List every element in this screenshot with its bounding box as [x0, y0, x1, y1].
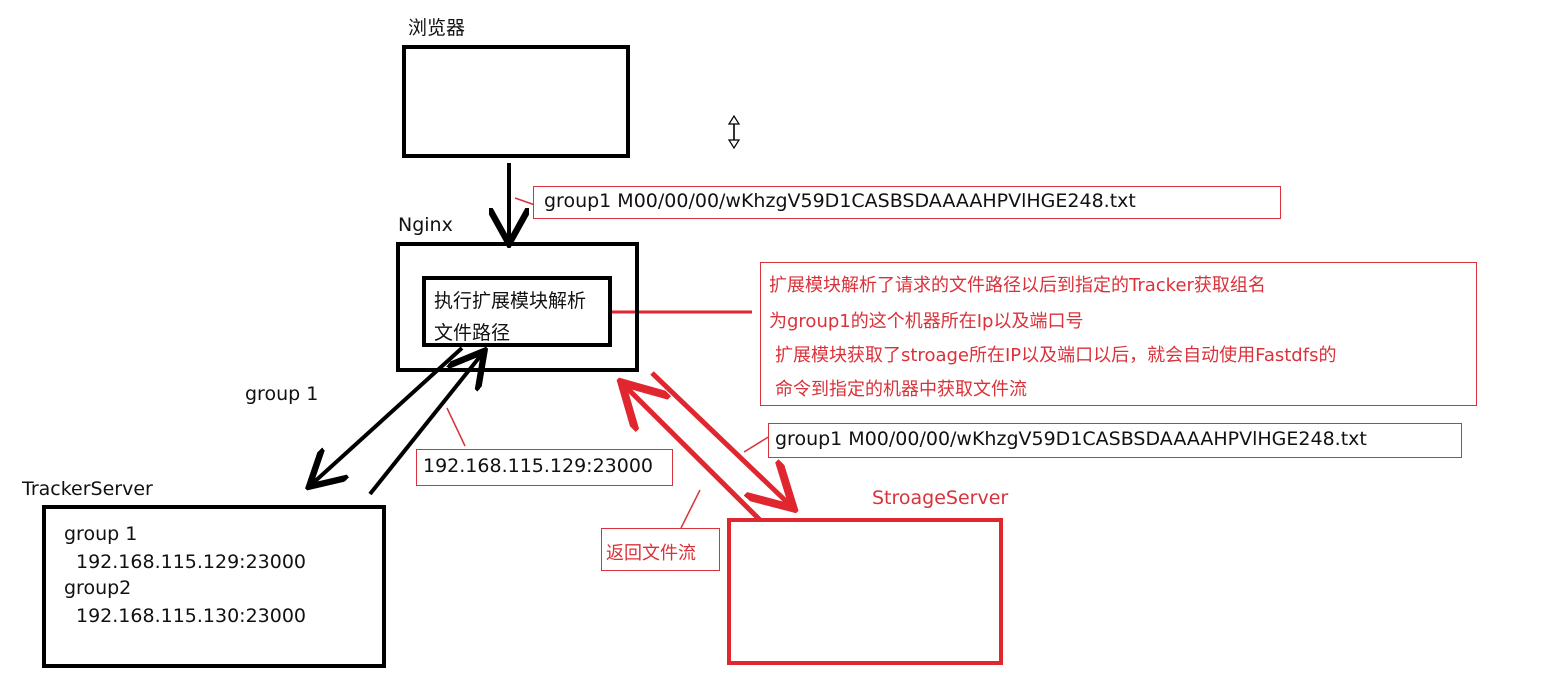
browser-label: 浏览器 [408, 17, 466, 39]
path-mid-box: group1 M00/00/00/wKhzgV59D1CASBSDAAAAHPV… [768, 423, 1462, 458]
tracker-ip-text: 192.168.115.129:23000 [423, 455, 654, 477]
tracker-group2: group2 [64, 577, 132, 599]
tracker-group1: group 1 [64, 523, 138, 545]
browser-box [402, 45, 630, 158]
tracker-group2-ip: 192.168.115.130:23000 [76, 605, 307, 627]
resize-cursor-icon [727, 114, 741, 150]
nginx-box [396, 242, 639, 372]
tracker-group1-ip: 192.168.115.129:23000 [76, 551, 307, 573]
connector-tracker-ip [446, 407, 466, 447]
nginx-inner-line1: 执行扩展模块解析 [434, 290, 587, 312]
explain-line2: 为group1的这个机器所在Ip以及端口号 [769, 311, 1084, 332]
return-stream-box: 返回文件流 [601, 528, 720, 571]
explain-box: 扩展模块解析了请求的文件路径以后到指定的Tracker获取组名 为group1的… [760, 262, 1477, 406]
tracker-box: group 1 192.168.115.129:23000 group2 192… [42, 505, 386, 668]
connector-top-path [514, 197, 536, 206]
return-stream-text: 返回文件流 [606, 543, 696, 564]
explain-line1: 扩展模块解析了请求的文件路径以后到指定的Tracker获取组名 [769, 275, 1266, 296]
tracker-ip-box: 192.168.115.129:23000 [416, 449, 673, 486]
arrow-nginx-to-storage [650, 371, 790, 505]
nginx-inner-line2: 文件路径 [434, 322, 511, 344]
explain-line4: 命令到指定的机器中获取文件流 [775, 379, 1027, 400]
tracker-label: TrackerServer [22, 478, 153, 500]
connector-return-stream [680, 489, 701, 529]
arrow-storage-to-nginx [625, 386, 762, 522]
storage-box [727, 518, 1003, 665]
storage-label: StroageServer [872, 487, 1009, 509]
path-top-box: group1 M00/00/00/wKhzgV59D1CASBSDAAAAHPV… [533, 186, 1281, 219]
arrow-tracker-to-nginx [368, 354, 482, 496]
explain-line3: 扩展模块获取了stroage所在IP以及端口以后，就会自动使用Fastdfs的 [775, 345, 1337, 366]
nginx-inner-box: 执行扩展模块解析 文件路径 [422, 276, 612, 347]
path-top-text: group1 M00/00/00/wKhzgV59D1CASBSDAAAAHPV… [544, 190, 1136, 212]
group1-arrow-label: group 1 [245, 383, 319, 405]
path-mid-text: group1 M00/00/00/wKhzgV59D1CASBSDAAAAHPV… [775, 428, 1367, 450]
connector-mid-path [743, 435, 771, 453]
nginx-label: Nginx [398, 214, 453, 236]
